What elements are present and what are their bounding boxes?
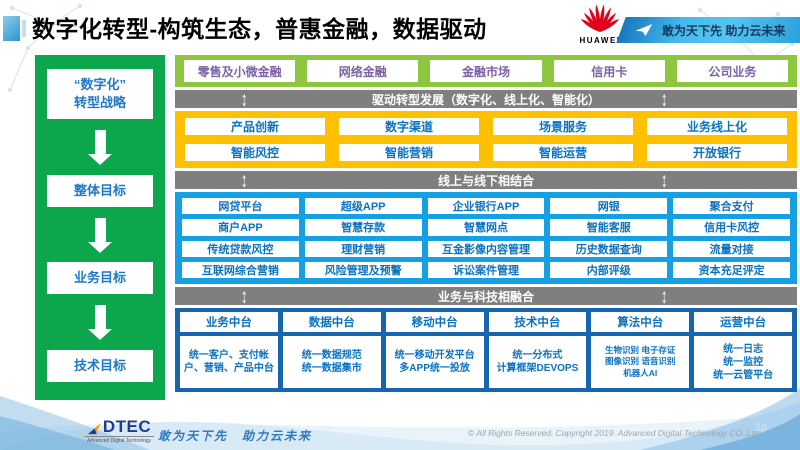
application: 网贷平台 (182, 198, 299, 215)
double-arrow-icon: ↕ (661, 87, 668, 111)
application: 智能客服 (550, 219, 668, 236)
capability: 产品创新 (185, 118, 325, 135)
platform-section: 业务中台 数据中台 移动中台 技术中台 算法中台 运营中台 统一客户、支付帐户、… (175, 308, 797, 392)
down-arrow-icon (87, 217, 112, 253)
banner-drive-transformation: ↕ 驱动转型发展（数字化、线上化、智能化） ↕ (175, 87, 797, 111)
business-line: 金融市场 (430, 60, 542, 82)
copyright-text: © All Rights Reserved. Copyright 2019. A… (468, 428, 759, 438)
platform-content: 生物识别 电子存证 图像识别 语音识别 机器人AI (591, 336, 690, 388)
ribbon-slogan-text: 敢为天下先 助力云未来 (662, 23, 786, 38)
capability: 智能风控 (185, 144, 325, 161)
page-title: 数字化转型-构筑生态，普惠金融，数据驱动 (32, 16, 487, 42)
stage-strategy: “数字化” 转型战略 (47, 69, 153, 120)
platform-content: 统一日志 统一监控 统一云管平台 (694, 336, 792, 388)
double-arrow-icon: ↕ (241, 87, 248, 111)
adtec-arrow-icon (87, 422, 101, 435)
application: 智慧存款 (304, 219, 422, 236)
capability: 智能运营 (493, 144, 633, 161)
application: 商户APP (182, 219, 299, 236)
business-line: 公司业务 (676, 60, 789, 82)
double-arrow-icon: ↕ (241, 284, 248, 308)
stage-tech-goal: 技术目标 (47, 349, 153, 382)
paper-plane-icon (635, 24, 653, 36)
platform-content: 统一移动开发平台 多APP统一投放 (385, 336, 484, 388)
banner-text: 驱动转型发展（数字化、线上化、智能化） (371, 92, 600, 107)
double-arrow-icon: ↕ (661, 284, 668, 308)
down-arrow-icon (87, 305, 112, 341)
down-arrow-icon (87, 130, 112, 166)
application: 企业银行APP (427, 198, 545, 215)
double-arrow-icon: ↕ (241, 168, 248, 192)
application: 资本充足评定 (673, 261, 790, 278)
slogan-ribbon: 敢为天下先 助力云未来 (616, 17, 800, 43)
double-arrow-icon: ↕ (661, 168, 668, 192)
stage-business-goal: 业务目标 (47, 262, 153, 295)
banner-online-offline: ↕ 线上与线下相结合 ↕ (175, 168, 797, 192)
business-line: 零售及小微金融 (184, 60, 296, 82)
capability: 业务线上化 (647, 118, 787, 135)
application: 理财营销 (304, 240, 422, 257)
business-lines-band: 零售及小微金融 网络金融 金融市场 信用卡 公司业务 (175, 55, 797, 87)
platform-content: 统一客户、支付帐户、营销、产品中台 (180, 336, 278, 388)
platform-title: 移动中台 (385, 312, 484, 332)
business-line: 网络金融 (307, 60, 419, 82)
platform-title: 算法中台 (591, 312, 690, 332)
application: 传统贷款风控 (182, 240, 299, 257)
huawei-wordmark: HUAWEI (579, 36, 621, 45)
huawei-flower-icon (580, 4, 620, 32)
title-accent-bar-thin (22, 20, 26, 37)
capability: 智能营销 (339, 144, 479, 161)
application: 信用卡风控 (673, 219, 790, 236)
banner-text: 线上与线下相结合 (437, 173, 534, 188)
adtec-caption: Advanced Digital Technology (84, 436, 154, 444)
banner-business-tech: ↕ 业务与科技相融合 ↕ (175, 284, 797, 308)
platform-content: 统一数据规范 统一数据集市 (282, 336, 381, 388)
stage-overall-goal: 整体目标 (47, 174, 153, 207)
huawei-logo: HUAWEI (573, 3, 627, 45)
application: 聚合支付 (673, 198, 790, 215)
application: 互联网综合营销 (182, 261, 299, 278)
application: 互金影像内容管理 (427, 240, 545, 257)
adtec-logo: DTEC Advanced Digital Technology (84, 418, 154, 444)
application-section: 网贷平台 超级APP 企业银行APP 网银 聚合支付 商户APP 智慧存款 智慧… (175, 192, 797, 284)
title-accent-bar (3, 16, 20, 41)
application: 网银 (550, 198, 668, 215)
page-number: 10 (755, 422, 768, 434)
application: 超级APP (304, 198, 422, 215)
platform-title: 运营中台 (694, 312, 792, 332)
application: 历史数据查询 (550, 240, 668, 257)
transformation-stages-panel: “数字化” 转型战略 整体目标 业务目标 技术目标 (35, 55, 165, 400)
application: 风险管理及预警 (304, 261, 422, 278)
application: 诉讼案件管理 (427, 261, 545, 278)
capability: 开放银行 (647, 144, 787, 161)
adtec-wordmark: DTEC (102, 417, 152, 436)
capability: 数字渠道 (339, 118, 479, 135)
capability: 场景服务 (493, 118, 633, 135)
platform-title: 业务中台 (180, 312, 278, 332)
capability-section: 产品创新 数字渠道 场景服务 业务线上化 智能风控 智能营销 智能运营 开放银行 (175, 111, 797, 168)
platform-title: 技术中台 (488, 312, 587, 332)
banner-text: 业务与科技相融合 (437, 289, 534, 304)
application: 智慧网点 (427, 219, 545, 236)
platform-content: 统一分布式 计算框架DEVOPS (488, 336, 587, 388)
application: 流量对接 (673, 240, 790, 257)
footer-slogan: 敢为天下先 助力云未来 (158, 429, 313, 443)
platform-title: 数据中台 (282, 312, 381, 332)
business-line: 信用卡 (553, 60, 665, 82)
application: 内部评级 (550, 261, 668, 278)
